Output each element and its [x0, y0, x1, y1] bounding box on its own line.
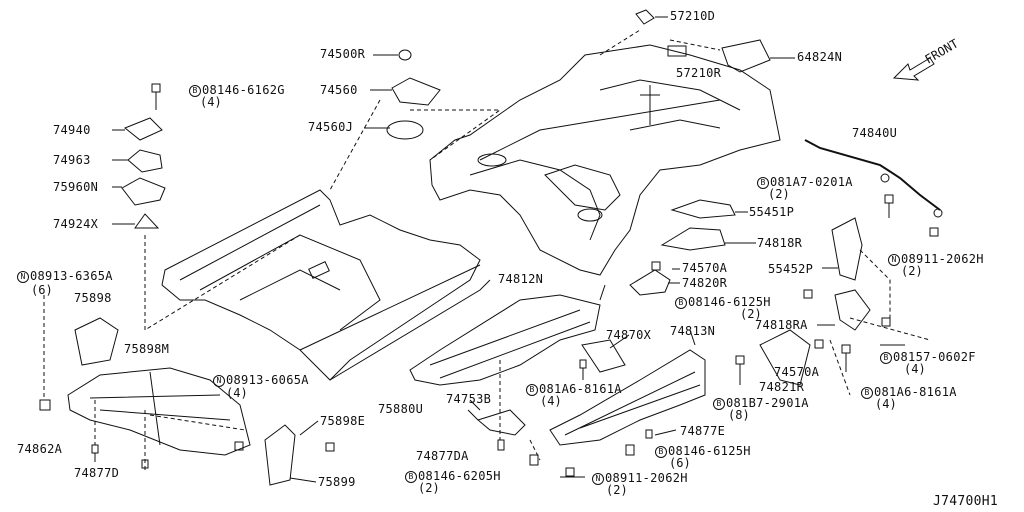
- front-floor-panel: [161, 189, 491, 381]
- label-74813N: 74813N: [670, 324, 716, 338]
- bolt-icon: B: [189, 85, 201, 97]
- label-75898: 75898: [74, 291, 112, 305]
- fasteners: [39, 194, 939, 477]
- bolt-icon: B: [655, 446, 667, 458]
- bracket-parts: [74, 139, 943, 486]
- label-55452P: 55452P: [768, 262, 814, 276]
- label-74560: 74560: [320, 83, 358, 97]
- part-number: 08146-6162G: [202, 83, 285, 97]
- label-75898M: 75898M: [124, 342, 170, 356]
- label-74818R: 74818R: [757, 236, 803, 250]
- part-number: 08146-6125H: [688, 295, 771, 309]
- qty-081A6-8161A-right: (4): [875, 397, 897, 411]
- part-number: 08146-6125H: [668, 444, 751, 458]
- qty-08911-2062H-upper: (2): [901, 264, 923, 278]
- part-number: 08157-0602F: [893, 350, 976, 364]
- qty-081A6-8161A-center: (4): [540, 394, 562, 408]
- leader-lines: [43, 29, 931, 470]
- label-74570A-lower: 74570A: [774, 365, 820, 379]
- label-55451P: 55451P: [749, 205, 795, 219]
- qty-08913-6065A: (4): [226, 386, 248, 400]
- label-74963: 74963: [53, 153, 91, 167]
- label-74570A-upper: 74570A: [682, 261, 728, 275]
- qty-081B7-2901A: (8): [728, 408, 750, 422]
- label-74840U: 74840U: [852, 126, 898, 140]
- part-number: 08911-2062H: [901, 252, 984, 266]
- part-number: 081A6-8161A: [539, 382, 622, 396]
- nut-icon: N: [17, 271, 29, 283]
- qty-08911-2062H-lower: (2): [606, 483, 628, 497]
- part-number: 08146-6205H: [418, 469, 501, 483]
- qty-08146-6125H-lower: (6): [669, 456, 691, 470]
- bolt-icon: B: [713, 398, 725, 410]
- nut-icon: N: [888, 254, 900, 266]
- bolt-icon: B: [675, 297, 687, 309]
- label-74877E: 74877E: [680, 424, 726, 438]
- label-74862A: 74862A: [17, 442, 63, 456]
- label-75960N: 75960N: [53, 180, 99, 194]
- label-leaders: [112, 16, 905, 483]
- undercover-right: [549, 349, 706, 446]
- label-74940: 74940: [53, 123, 91, 137]
- bolt-icon: B: [757, 177, 769, 189]
- label-75880U: 75880U: [378, 402, 424, 416]
- label-74821R: 74821R: [759, 380, 805, 394]
- nut-icon: N: [592, 473, 604, 485]
- label-74877DA: 74877DA: [416, 449, 469, 463]
- label-74753B: 74753B: [446, 392, 492, 406]
- qty-08157-0602F: (4): [904, 362, 926, 376]
- label-74870X: 74870X: [606, 328, 652, 342]
- part-number: 081A6-8161A: [874, 385, 957, 399]
- undercover-center: [409, 294, 601, 386]
- grommet-stack: [121, 83, 166, 229]
- label-74560J: 74560J: [308, 120, 354, 134]
- qty-08146-6162G: (4): [200, 95, 222, 109]
- bolt-icon: B: [526, 384, 538, 396]
- label-64824N: 64824N: [797, 50, 843, 64]
- label-74924X: 74924X: [53, 217, 99, 231]
- bolt-icon: B: [880, 352, 892, 364]
- qty-08146-6205H: (2): [418, 481, 440, 495]
- label-74877D: 74877D: [74, 466, 120, 480]
- front-arrow: [892, 57, 935, 81]
- diagram-id: J74700H1: [933, 494, 999, 509]
- qty-081A7-0201A: (2): [768, 187, 790, 201]
- label-74818RA: 74818RA: [755, 318, 808, 332]
- label-74820R: 74820R: [682, 276, 728, 290]
- label-75898E: 75898E: [320, 414, 366, 428]
- label-74812N: 74812N: [498, 272, 544, 286]
- front-label: FRONT: [923, 36, 961, 66]
- part-number: 08913-6065A: [226, 373, 309, 387]
- label-57210D: 57210D: [670, 9, 716, 23]
- qty-08913-6365A: (6): [31, 283, 53, 297]
- rear-floor-panel: [429, 44, 781, 276]
- part-number: 081B7-2901A: [726, 396, 809, 410]
- part-number: 08911-2062H: [605, 471, 688, 485]
- bolt-icon: B: [861, 387, 873, 399]
- label-75899: 75899: [318, 475, 356, 489]
- bolt-icon: B: [405, 471, 417, 483]
- part-number: 081A7-0201A: [770, 175, 853, 189]
- part-number: 08913-6365A: [30, 269, 113, 283]
- label-57210R: 57210R: [676, 66, 722, 80]
- qty-08146-6125H-upper: (2): [740, 307, 762, 321]
- label-74500R: 74500R: [320, 47, 366, 61]
- nut-icon: N: [213, 375, 225, 387]
- seal-parts: [386, 9, 771, 140]
